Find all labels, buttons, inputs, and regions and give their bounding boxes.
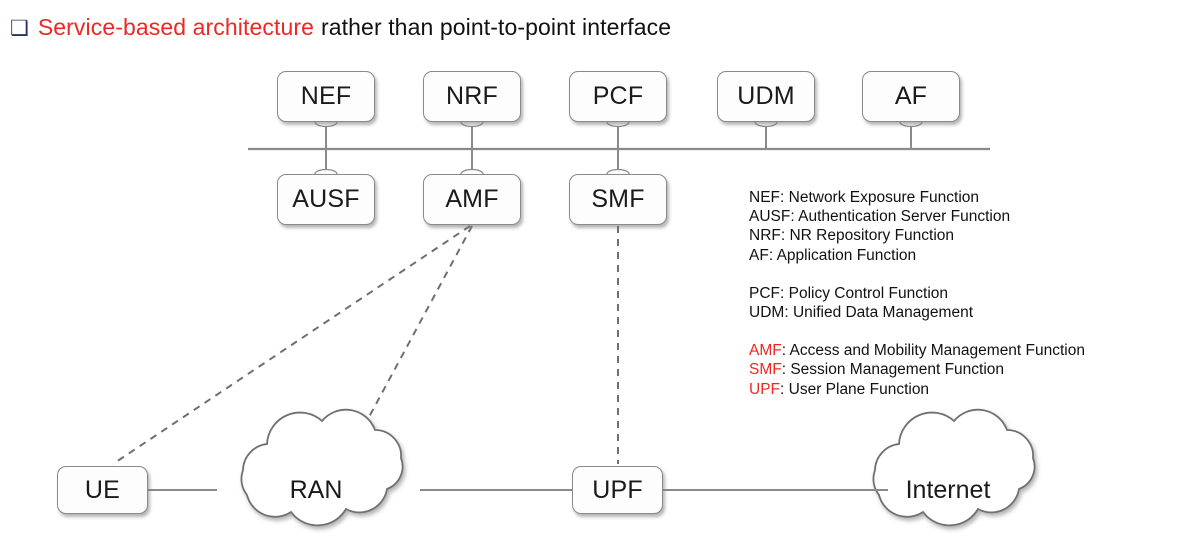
cloud-shapes <box>240 408 1036 527</box>
node-upf[interactable]: UPF <box>572 466 663 514</box>
legend-item-amf: AMF: Access and Mobility Management Func… <box>749 341 1085 360</box>
node-ue-label: UE <box>84 475 121 504</box>
title-rest-text: rather than point-to-point interface <box>321 13 672 40</box>
legend-desc-upf: User Plane Function <box>788 380 930 398</box>
node-af[interactable]: AF <box>862 71 960 122</box>
legend-key-ausf: AUSF <box>749 208 791 226</box>
legend-key-nef: NEF <box>749 189 780 206</box>
node-pcf-label: PCF <box>592 82 644 110</box>
node-udm-label: UDM <box>737 82 795 110</box>
node-pcf[interactable]: PCF <box>569 71 667 122</box>
ran-cloud-icon <box>240 408 404 527</box>
legend-key-nrf: NRF <box>749 227 781 245</box>
internet-cloud-icon <box>872 408 1036 527</box>
node-ue[interactable]: UE <box>57 466 148 514</box>
abbreviation-legend: NEF: Network Exposure Function AUSF: Aut… <box>749 188 1085 399</box>
checkbox-bullet-icon: ❑ <box>10 16 29 40</box>
node-nrf[interactable]: NRF <box>423 71 521 122</box>
legend-item-smf: SMF: Session Management Function <box>749 360 1085 379</box>
legend-sep: : <box>790 208 799 226</box>
legend-key-amf: AMF <box>749 342 782 360</box>
legend-item-upf: UPF: User Plane Function <box>749 380 1085 399</box>
legend-sep: : <box>780 380 789 398</box>
legend-desc-amf: Access and Mobility Management Function <box>789 342 1085 360</box>
legend-sep: : <box>781 361 791 379</box>
link-amf-ran <box>354 225 473 444</box>
node-af-label: AF <box>894 82 928 110</box>
legend-sep: : <box>780 284 789 302</box>
link-amf-ue <box>112 225 471 465</box>
node-smf[interactable]: SMF <box>569 174 667 225</box>
legend-key-smf: SMF <box>749 361 782 379</box>
legend-sep: : <box>768 246 777 264</box>
node-amf[interactable]: AMF <box>423 174 521 225</box>
legend-key-upf: UPF <box>749 380 780 398</box>
node-amf-label: AMF <box>445 185 499 213</box>
legend-key-udm: UDM <box>749 304 785 322</box>
node-nef-label: NEF <box>300 82 352 110</box>
legend-desc-pcf: Policy Control Function <box>788 284 948 302</box>
legend-sep: : <box>780 227 790 245</box>
node-ausf[interactable]: AUSF <box>277 174 375 225</box>
legend-item-udm: UDM: Unified Data Management <box>749 303 1085 322</box>
legend-key-pcf: PCF <box>749 284 780 302</box>
legend-sep: : <box>780 189 789 206</box>
legend-desc-smf: Session Management Function <box>790 361 1005 379</box>
legend-item-ausf: AUSF: Authentication Server Function <box>749 207 1085 226</box>
slide-title: ❑ Service-based architecture rather than… <box>10 10 671 44</box>
legend-desc-nef: Network Exposure Function <box>788 189 980 206</box>
legend-desc-ausf: Authentication Server Function <box>798 208 1011 226</box>
legend-item-pcf: PCF: Policy Control Function <box>749 284 1085 303</box>
legend-desc-nrf: NR Repository Function <box>789 227 955 245</box>
legend-group-gap-1 <box>749 265 1085 284</box>
legend-sep: : <box>784 304 793 322</box>
legend-item-nrf: NRF: NR Repository Function <box>749 226 1085 245</box>
legend-item-nef: NEF: Network Exposure Function <box>749 188 1085 207</box>
node-nrf-label: NRF <box>446 82 498 110</box>
legend-desc-af: Application Function <box>776 246 917 264</box>
legend-key-af: AF <box>749 246 769 264</box>
node-upf-label: UPF <box>592 475 643 504</box>
node-udm[interactable]: UDM <box>717 71 815 122</box>
legend-sep: : <box>781 342 790 360</box>
node-nef[interactable]: NEF <box>277 71 375 122</box>
legend-desc-udm: Unified Data Management <box>792 304 974 322</box>
node-smf-label: SMF <box>591 185 645 213</box>
dashed-control-links <box>112 225 619 465</box>
title-accent-text: Service-based architecture <box>37 13 315 40</box>
node-ausf-label: AUSF <box>292 185 360 213</box>
legend-item-af: AF: Application Function <box>749 246 1085 265</box>
legend-group-gap-2 <box>749 322 1085 341</box>
